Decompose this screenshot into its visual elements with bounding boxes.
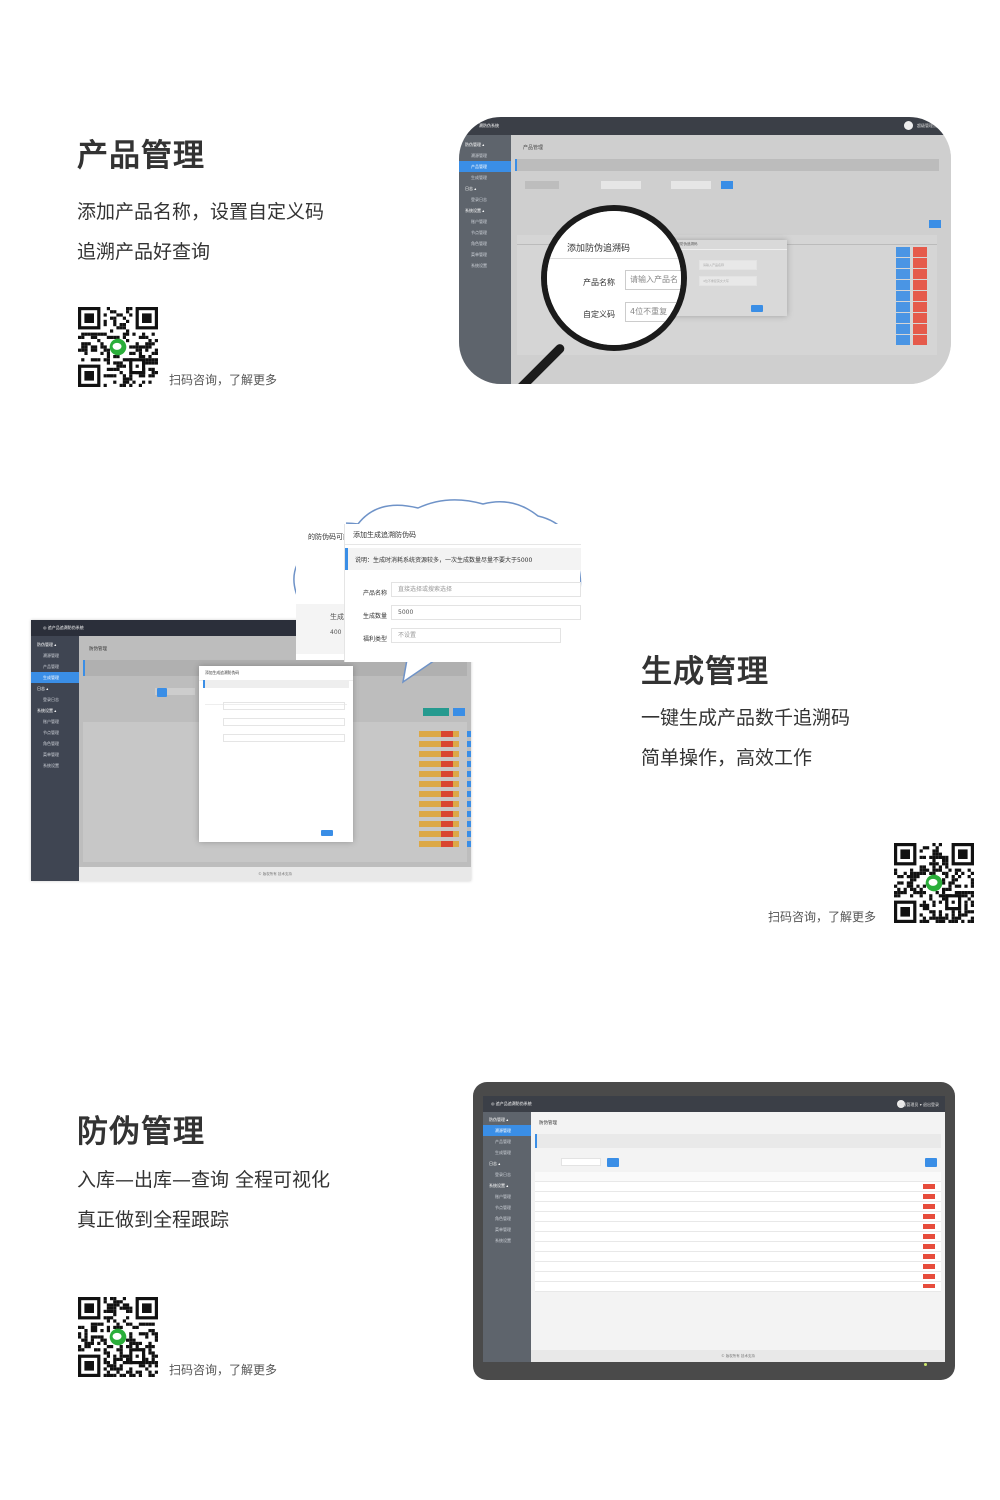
scan-hint: 扫码咨询，了解更多 — [768, 910, 877, 924]
anti-counterfeit-screenshot: ◎ 追产品追溯防伪系统 超级管理员 ▾ 退出登录 防伪管理 ▴ 溯源管理 产品管… — [473, 1082, 955, 1380]
screen2-confirm-button[interactable] — [321, 830, 333, 836]
section-desc-product-2: 追溯产品好查询 — [77, 241, 211, 263]
small-name-input[interactable]: 请输入产品名称 — [699, 260, 757, 270]
bubble-side-text2: 生成 — [330, 613, 344, 621]
bubble-qty-label: 生成数量 — [363, 613, 388, 620]
scan-hint: 扫码咨询，了解更多 — [169, 1363, 278, 1377]
section-desc-generate-2: 简单操作，高效工作 — [641, 747, 813, 769]
screen3-page-title: 防伪管理 — [539, 1121, 557, 1126]
qr-code-graphic — [894, 843, 974, 923]
bubble-side-num: 400 — [330, 629, 342, 636]
bubble-qty-input[interactable]: 5000 — [391, 605, 581, 620]
mag-code-label: 自定义码 — [583, 310, 615, 319]
bubble-modal-title: 添加生成追溯防伪码 — [353, 531, 416, 539]
screen3-footer: © 版权所有 技术支持 — [531, 1350, 945, 1362]
qr-code — [78, 1297, 158, 1377]
magnifier-icon: 添加防伪追溯码 产品名称 请输入产品名 自定义码 4位不重复 — [541, 205, 687, 351]
scan-hint: 扫码咨询，了解更多 — [169, 373, 278, 387]
mag-name-label: 产品名称 — [583, 278, 615, 287]
bubble-type-select[interactable]: 不设置 — [391, 628, 561, 643]
product-management-screenshot: 溯防伪系统 超级管理员 防伪管理 ▴ 溯源管理 产品管理 生成管理 日志 ▴ 登… — [459, 117, 951, 384]
screen1-page-title: 产品管理 — [523, 145, 544, 151]
section-desc-anti-2: 真正做到全程跟踪 — [77, 1209, 230, 1231]
qr-code — [894, 843, 974, 923]
section-desc-generate-1: 一键生成产品数千追溯码 — [641, 707, 851, 729]
small-code-input[interactable]: 4位不重复英文大写 — [699, 276, 757, 286]
section-title-anticounterfeit: 防伪管理 — [77, 1114, 205, 1150]
bubble-side-fragment: 的防伪码可能 生成 400 — [296, 520, 346, 660]
mag-code-input[interactable]: 4位不重复 — [625, 302, 681, 322]
power-led — [924, 1363, 927, 1366]
qr-code-graphic — [78, 307, 158, 387]
bubble-notice: 说明：生成时消耗系统资源较多，一次生成数量尽量不要大于5000 — [355, 557, 533, 564]
qr-code — [78, 307, 158, 387]
section-desc-anti-1: 入库—出库—查询 全程可视化 — [77, 1169, 331, 1191]
bubble-name-input[interactable]: 直接选择或搜索选择 — [391, 582, 581, 597]
qr-code-graphic — [78, 1297, 158, 1377]
bubble-type-label: 福利类型 — [363, 636, 388, 643]
section-title-generate: 生成管理 — [641, 654, 769, 690]
screen2-page-title: 防伪管理 — [89, 647, 107, 652]
mag-name-input[interactable]: 请输入产品名 — [625, 270, 681, 290]
screen2-footer: © 版权所有 技术支持 — [79, 867, 471, 881]
mag-modal-title: 添加防伪追溯码 — [567, 244, 631, 254]
small-confirm-button[interactable] — [751, 305, 763, 312]
section-title-product: 产品管理 — [77, 138, 205, 174]
bubble-side-text: 的防伪码可能 — [308, 533, 346, 541]
bubble-modal: 添加生成追溯防伪码 说明：生成时消耗系统资源较多，一次生成数量尽量不要大于500… — [344, 524, 581, 662]
small-modal-title: 添加防伪追溯码 — [669, 240, 787, 250]
bubble-name-label: 产品名称 — [363, 590, 388, 597]
section-desc-product-1: 添加产品名称，设置自定义码 — [77, 201, 325, 223]
